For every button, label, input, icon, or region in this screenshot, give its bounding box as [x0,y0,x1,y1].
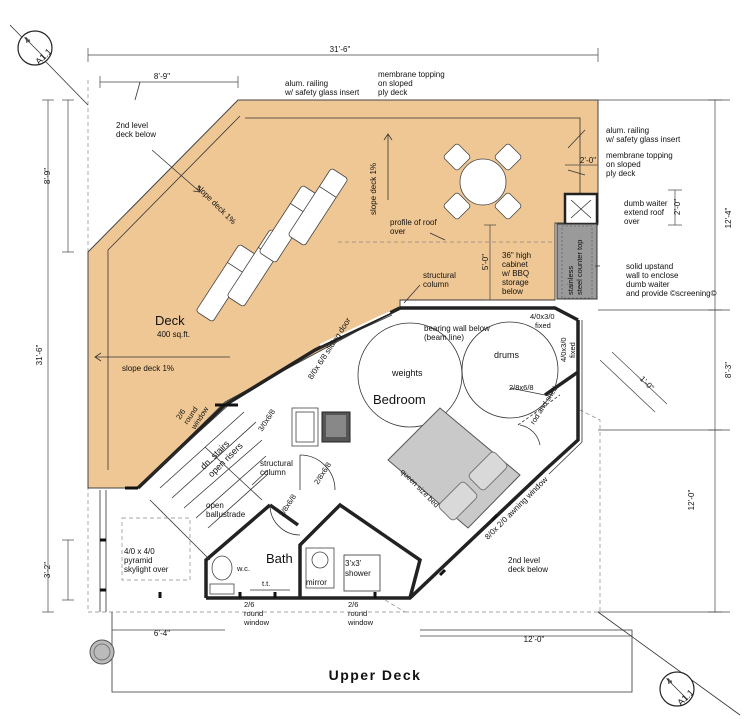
section-marker-top: 4 A1.1 [9,24,89,106]
walls [136,306,583,600]
skylight [121,517,191,581]
dim-dumbwaiter-w: 2’-0" [580,156,596,165]
label-fixed-1: 4/0x3/0 fixed [530,312,557,330]
drums-area [461,321,559,419]
dim-cabinet-h: 5’-0" [481,254,490,270]
deck-inner-edge [245,117,581,210]
door-swings [269,424,541,536]
label-slope-deck-3: slope deck 1% [122,364,174,373]
window-marks [100,403,499,598]
dim-deck-run: 8’-9" [154,72,170,81]
label-counter: stainless steel counter top [566,240,584,295]
dim-bottom-left: 6’-4" [154,629,170,638]
label-structural-column-1: structural column [423,271,458,289]
label-cabinet: 36" high cabinet w/ BBQ storage below [501,251,533,296]
dumb-waiter [563,192,599,226]
label-membrane-top: membrane topping on sloped ply deck [378,70,447,97]
label-door-2: 3/0x6/8 [256,408,277,434]
bath-fixtures [209,547,381,595]
label-bath: Bath [266,551,293,566]
dim-lower-left: 3’-2" [43,562,52,578]
queen-bed [387,407,521,529]
dim-deck-height: 8’-9" [43,168,52,184]
label-door-1: 2/8x6/8 [509,383,534,392]
section-marker-bottom: 4 A1.1 [597,611,741,716]
label-alum-railing-top: alum. railing w/ safety glass insert [284,79,360,97]
label-upstand: solid upstand wall to enclose dumb waite… [625,262,717,298]
label-bearing-wall: bearing wall below (beam line) [424,324,492,342]
label-fixed-2: 4/0x3/0 fixed [559,335,577,362]
label-slope-deck-2: slope deck 1% [369,163,378,215]
label-second-level-bottom: 2nd level deck below [508,556,548,574]
plan-title: Upper Deck [329,667,422,683]
label-wc: w.c. [236,564,250,573]
closet [509,370,580,426]
label-alum-railing-right: alum. railing w/ safety glass insert [605,126,681,144]
label-open-ballustrade: open ballustrade [206,501,246,519]
dim-overall-width: 31’-6" [330,45,351,54]
label-structural-column-2: structural column [260,459,295,477]
stairs [147,401,269,561]
dim-overall-height: 31’-6" [35,345,44,366]
label-dumbwaiter: dumb waiter extend roof over [624,199,670,226]
lounge-chairs [196,168,348,322]
section-number: 4 [22,35,33,46]
label-deck: Deck [155,313,185,328]
section-number-2: 4 [664,676,675,687]
label-membrane-right: membrane topping on sloped ply deck [606,151,675,178]
dimension-lines [42,48,730,637]
label-drums: drums [494,350,520,360]
desk [291,407,351,447]
dim-right-upper: 12’-4" [724,208,733,229]
label-door-4: 2/8x6/8 [277,493,298,519]
slope-arrows [94,81,600,486]
label-deck-area: 400 sq.ft. [157,330,190,339]
dim-right-mid: 8’-3" [724,362,733,378]
label-profile-roof: profile of roof over [390,218,439,236]
dim-right-lower: 12’-0" [687,490,696,511]
dim-right-small: 1’-0" [638,374,656,392]
label-bedroom: Bedroom [373,392,426,407]
dining-table [443,143,522,220]
label-round-window-2: 2/6 round window [243,600,270,627]
label-shower: 3’x3’ shower [345,559,371,578]
dim-bottom-right: 12’-0" [524,635,545,644]
label-skylight: 4/0 x 4/0 pyramid skylight over [124,547,169,574]
label-round-window-3: 2/6 round window [347,600,374,627]
label-door-3: 2/8x6/8 [312,461,333,487]
dim-dumbwaiter-h: 2’-0" [673,199,682,215]
label-mirror: mirror [306,578,327,587]
label-second-level-top: 2nd level deck below [116,121,156,139]
label-weights: weights [391,368,423,378]
counter-top [556,223,598,300]
label-dn-stairs: dn. stairs open risers [198,433,245,480]
label-tt: t.t. [262,579,270,588]
